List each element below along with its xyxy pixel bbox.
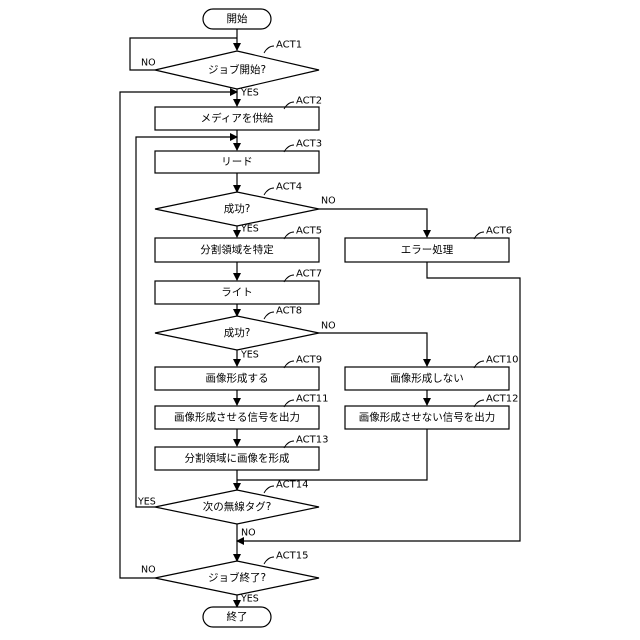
process-act13-label: 分割領域に画像を形成: [185, 452, 290, 465]
act11-id: ACT11: [296, 394, 328, 405]
process-act12: 画像形成させない信号を出力: [345, 406, 509, 429]
act4-yes-label: YES: [240, 224, 259, 235]
decision-act1-label: ジョブ開始?: [208, 63, 266, 76]
process-act9-label: 画像形成する: [206, 373, 269, 385]
process-act3: リード: [155, 151, 319, 173]
process-act5: 分割領域を特定: [155, 238, 319, 262]
act2-id: ACT2: [296, 96, 322, 107]
process-act2-label: メディアを供給: [201, 112, 274, 125]
arrow-act8-act10: [319, 333, 427, 366]
act6-id: ACT6: [486, 226, 512, 237]
act14-id: ACT14: [276, 480, 308, 491]
arrow-act4-act6: [319, 209, 427, 237]
terminal-start: 開始: [203, 9, 271, 29]
act3-id: ACT3: [296, 139, 322, 150]
act1-yes-label: YES: [240, 88, 259, 99]
act8-id: ACT8: [276, 306, 302, 317]
act5-id: ACT5: [296, 226, 322, 237]
process-act11: 画像形成させる信号を出力: [155, 406, 319, 429]
act1-no-label: NO: [141, 58, 156, 69]
process-act13: 分割領域に画像を形成: [155, 447, 319, 470]
process-act6-label: エラー処理: [401, 243, 454, 256]
act15-no-label: NO: [141, 565, 156, 576]
act4-id: ACT4: [276, 182, 302, 193]
process-act9: 画像形成する: [155, 367, 319, 390]
decision-act8-label: 成功?: [224, 327, 251, 339]
act15-yes-label: YES: [240, 594, 259, 605]
act10-id: ACT10: [486, 355, 518, 366]
decision-act15-label: ジョブ終了?: [208, 571, 266, 584]
decision-act4: 成功?: [155, 192, 319, 226]
act8-yes-label: YES: [240, 350, 259, 361]
act14-yes-label: YES: [137, 497, 156, 508]
decision-act8: 成功?: [155, 316, 319, 350]
decision-act1: ジョブ開始?: [155, 51, 319, 89]
terminal-end: 終了: [203, 607, 271, 627]
process-act2: メディアを供給: [155, 107, 319, 130]
decision-act14: 次の無線タグ?: [155, 490, 319, 524]
process-act6: エラー処理: [345, 238, 509, 262]
act7-id: ACT7: [296, 269, 322, 280]
act15-id: ACT15: [276, 551, 308, 562]
decision-act4-label: 成功?: [224, 203, 251, 215]
terminal-start-label: 開始: [227, 12, 248, 25]
process-act3-label: リード: [221, 156, 253, 168]
decision-act15: ジョブ終了?: [155, 561, 319, 595]
process-act12-label: 画像形成させない信号を出力: [359, 411, 496, 424]
process-act5-label: 分割領域を特定: [200, 243, 274, 256]
act1-id: ACT1: [276, 40, 302, 51]
act9-id: ACT9: [296, 355, 322, 366]
act14-no-label: NO: [241, 528, 256, 539]
process-act10-label: 画像形成しない: [390, 373, 464, 385]
decision-act14-label: 次の無線タグ?: [203, 500, 272, 513]
act13-id: ACT13: [296, 435, 328, 446]
process-act10: 画像形成しない: [345, 367, 509, 390]
process-act11-label: 画像形成させる信号を出力: [174, 411, 300, 424]
act8-no-label: NO: [321, 321, 336, 332]
act4-no-label: NO: [321, 196, 336, 207]
act12-id: ACT12: [486, 394, 518, 405]
process-act7-label: ライト: [221, 287, 253, 299]
process-act7: ライト: [155, 281, 319, 304]
terminal-end-label: 終了: [227, 610, 248, 623]
